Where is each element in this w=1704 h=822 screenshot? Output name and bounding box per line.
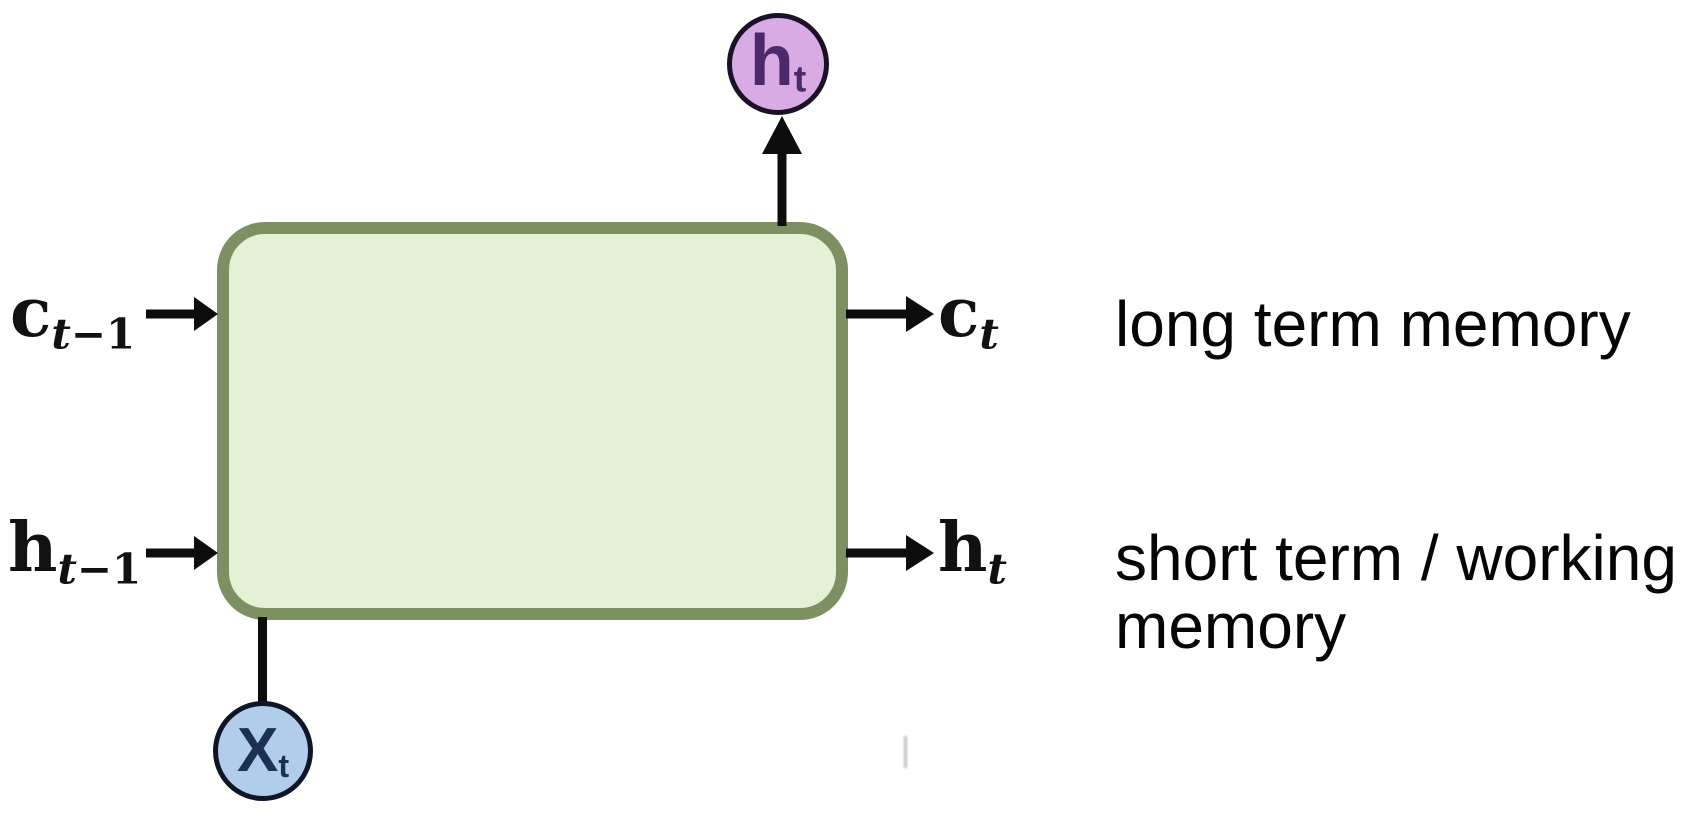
hidden-output-label: ht — [750, 25, 806, 97]
hidden-output-label-sub: t — [793, 57, 807, 100]
x-input-label-base: X — [236, 716, 279, 785]
label-base: h — [8, 508, 58, 588]
annotation-short-term-line2: memory — [1115, 590, 1347, 662]
hidden-output-arrow-up — [762, 116, 802, 226]
hidden-state-output-arrow — [846, 535, 934, 571]
label-sub-var: t — [51, 309, 71, 359]
lstm-cell-box — [217, 222, 848, 620]
label-sub-offset: −1 — [70, 309, 136, 359]
arrow-head — [906, 535, 934, 571]
node-hidden-output: ht — [727, 13, 829, 115]
annotation-short-term-line1: short term / working — [1115, 522, 1677, 594]
label-base: h — [938, 508, 988, 588]
node-x-input: Xt — [213, 701, 313, 801]
x-input-label-sub: t — [278, 747, 290, 784]
label-cell-state-prev: ct−1 — [10, 279, 135, 369]
hidden-state-input-arrow — [146, 536, 218, 570]
label-hidden-state-prev: ht−1 — [8, 514, 141, 604]
hidden-output-label-base: h — [749, 21, 794, 101]
label-base: c — [938, 273, 980, 353]
cell-state-input-arrow — [146, 297, 218, 331]
annotation-long-term-memory: long term memory — [1115, 290, 1631, 358]
x-input-connector-line — [258, 617, 267, 703]
label-sub-var: t — [57, 544, 77, 594]
arrow-head — [194, 536, 218, 570]
label-sub-offset: −1 — [76, 544, 142, 594]
arrow-head — [194, 297, 218, 331]
label-base: c — [10, 273, 52, 353]
label-sub-var: t — [987, 544, 1007, 594]
label-cell-state-out: ct — [938, 279, 999, 369]
annotation-long-term-text: long term memory — [1115, 288, 1631, 360]
annotation-short-term-memory: short term / working memory — [1115, 524, 1677, 660]
stray-cursor-mark — [904, 736, 907, 768]
label-sub-var: t — [979, 309, 999, 359]
arrow-head — [906, 296, 934, 332]
arrow-head — [762, 116, 802, 154]
label-hidden-state-out: ht — [938, 514, 1007, 604]
x-input-label: Xt — [237, 720, 289, 782]
cell-state-output-arrow — [846, 296, 934, 332]
